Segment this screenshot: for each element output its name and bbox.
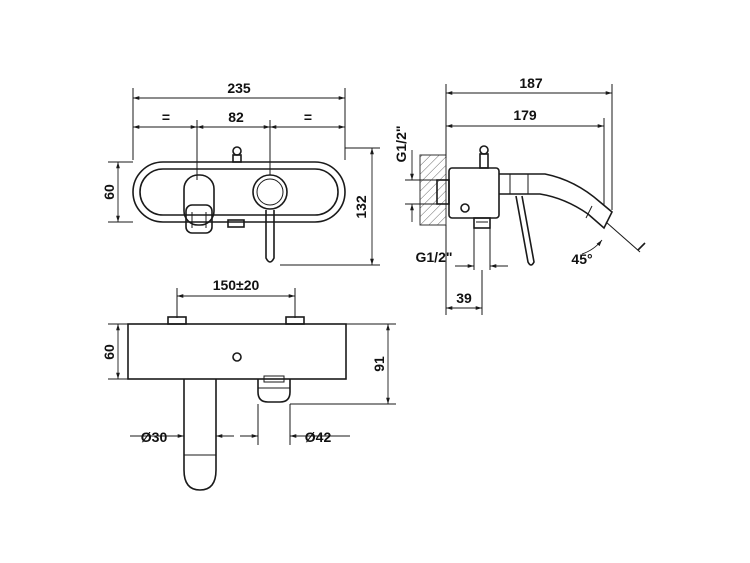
inlet-tab-right <box>285 316 305 325</box>
wall-section <box>419 154 447 226</box>
diverter-knob <box>232 146 242 156</box>
front-view: 235 = 82 = 60 <box>101 80 380 266</box>
lever-side <box>515 195 535 266</box>
spout-body <box>183 174 215 226</box>
side-view: 187 179 G1/2" G1/2" 39 45° <box>393 75 646 315</box>
dim-overall-depth: 187 <box>519 75 543 91</box>
top-view: 150±20 60 91 Ø30 Ø42 <box>101 277 396 491</box>
bottom-outlet <box>473 217 491 229</box>
spout-band <box>585 205 593 219</box>
handle-cap <box>252 174 288 210</box>
dim-plate-height: 60 <box>101 184 117 200</box>
dim-body-depth: 179 <box>513 107 537 123</box>
dim-spout-diameter: Ø30 <box>141 429 168 445</box>
fixing-screw <box>460 203 470 213</box>
spout-top <box>183 379 217 491</box>
dim-total-height: 132 <box>353 195 369 219</box>
mixer-body-side <box>448 167 500 219</box>
spout-side <box>499 173 613 230</box>
dim-body-height: 60 <box>101 344 117 360</box>
handle-cap-inner <box>256 178 284 206</box>
dim-inlet-thread: G1/2" <box>393 126 409 163</box>
mixer-body-top <box>127 323 347 380</box>
angle-arc <box>581 239 603 255</box>
handle-top <box>257 379 291 403</box>
dim-equal-left: = <box>162 109 170 125</box>
lever-handle <box>265 210 275 263</box>
dim-inlet-spacing: 150±20 <box>213 277 260 293</box>
dim-spout-angle: 45° <box>571 251 592 267</box>
dim-outlet-thread: G1/2" <box>416 249 453 265</box>
dim-center-spacing: 82 <box>228 109 244 125</box>
angle-extension <box>605 221 641 253</box>
spout-outlet <box>185 204 213 234</box>
inlet-tab-left <box>167 316 187 325</box>
top-screw <box>232 352 242 362</box>
dim-handle-diameter: Ø42 <box>305 429 332 445</box>
bottom-boss <box>227 219 245 228</box>
dim-equal-right: = <box>304 109 312 125</box>
dim-total-depth: 91 <box>371 356 387 372</box>
angle-tick <box>637 242 646 251</box>
wall-plate-outer <box>132 161 346 223</box>
side-diverter-knob <box>479 145 489 155</box>
wall-plate-inner <box>139 168 339 216</box>
handle-collar <box>263 375 285 383</box>
dim-overall-width: 235 <box>227 80 251 96</box>
diverter-stem <box>232 154 242 163</box>
dim-outlet-offset: 39 <box>456 290 472 306</box>
side-diverter-stem <box>479 153 489 169</box>
